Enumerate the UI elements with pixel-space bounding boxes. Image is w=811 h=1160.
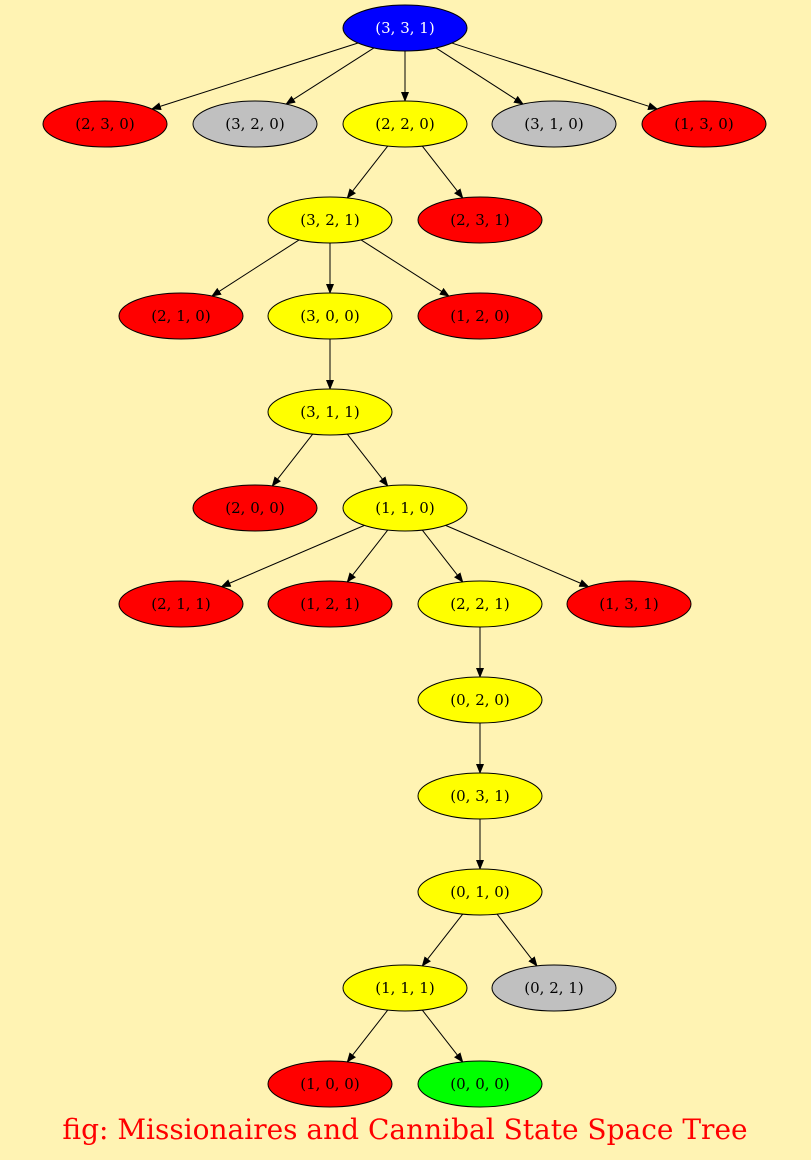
node-label: (1, 0, 0) [300, 1075, 359, 1093]
state-node-invalid: (1, 0, 0) [267, 1060, 393, 1108]
node-ellipse [342, 964, 468, 1012]
state-node-explored: (0, 1, 0) [417, 868, 543, 916]
node-ellipse [491, 100, 617, 148]
edge-n0-n4 [435, 47, 524, 105]
state-node-repeated: (0, 2, 1) [491, 964, 617, 1012]
node-ellipse [417, 1060, 543, 1108]
node-ellipse [491, 964, 617, 1012]
edge-n13-n16 [421, 529, 464, 583]
edge-n11-n12 [271, 433, 314, 487]
node-label: (3, 1, 1) [300, 403, 359, 421]
state-node-invalid: (1, 3, 0) [641, 100, 767, 148]
node-ellipse [192, 100, 318, 148]
state-node-explored: (2, 2, 1) [417, 580, 543, 628]
state-node-root: (3, 3, 1) [342, 4, 468, 52]
node-ellipse [641, 100, 767, 148]
edge-n6-n10 [360, 239, 450, 297]
node-ellipse [417, 292, 543, 340]
state-node-repeated: (3, 2, 0) [192, 100, 318, 148]
edge-n20-n22 [496, 913, 538, 967]
node-label: (2, 1, 0) [151, 307, 210, 325]
nodes-layer: (3, 3, 1) (2, 3, 0) (3, 2, 0) (2, 2, 0) (3, … [42, 4, 767, 1108]
state-node-invalid: (1, 2, 0) [417, 292, 543, 340]
node-ellipse [42, 100, 168, 148]
node-label: (1, 2, 0) [450, 307, 509, 325]
figure-caption: fig: Missionaires and Cannibal State Spa… [62, 1113, 747, 1146]
node-ellipse [192, 484, 318, 532]
node-ellipse [417, 196, 543, 244]
node-label: (2, 0, 0) [225, 499, 284, 517]
node-ellipse [267, 1060, 393, 1108]
state-node-explored: (2, 2, 0) [342, 100, 468, 148]
node-label: (0, 3, 1) [450, 787, 509, 805]
state-node-invalid: (2, 1, 1) [118, 580, 244, 628]
node-label: (2, 3, 0) [75, 115, 134, 133]
node-label: (3, 0, 0) [300, 307, 359, 325]
node-ellipse [417, 676, 543, 724]
node-label: (0, 2, 0) [450, 691, 509, 709]
edge-n3-n6 [346, 145, 389, 199]
edge-n0-n2 [285, 47, 375, 105]
node-ellipse [267, 580, 393, 628]
state-node-invalid: (2, 1, 0) [118, 292, 244, 340]
state-node-invalid: (2, 3, 0) [42, 100, 168, 148]
node-label: (1, 1, 1) [375, 979, 434, 997]
node-ellipse [342, 100, 468, 148]
node-ellipse [267, 196, 393, 244]
node-ellipse [267, 388, 393, 436]
state-node-invalid: (2, 3, 1) [417, 196, 543, 244]
node-label: (0, 0, 0) [450, 1075, 509, 1093]
edge-n21-n24 [421, 1009, 464, 1063]
state-node-repeated: (3, 1, 0) [491, 100, 617, 148]
edge-n6-n8 [211, 239, 300, 297]
node-ellipse [342, 4, 468, 52]
state-node-explored: (3, 0, 0) [267, 292, 393, 340]
node-label: (2, 2, 1) [450, 595, 509, 613]
node-label: (3, 1, 0) [524, 115, 583, 133]
edge-n13-n15 [346, 529, 389, 583]
node-ellipse [118, 292, 244, 340]
node-ellipse [417, 772, 543, 820]
node-ellipse [342, 484, 468, 532]
edge-n13-n14 [220, 524, 365, 588]
edges-layer [150, 42, 659, 1063]
edge-n0-n5 [451, 42, 659, 111]
edge-n21-n23 [346, 1009, 389, 1063]
edge-n13-n17 [445, 524, 590, 588]
edge-n0-n1 [150, 42, 359, 111]
node-ellipse [417, 868, 543, 916]
state-node-explored: (1, 1, 1) [342, 964, 468, 1012]
node-ellipse [118, 580, 244, 628]
node-label: (1, 1, 0) [375, 499, 434, 517]
node-label: (3, 3, 1) [375, 19, 434, 37]
node-ellipse [417, 580, 543, 628]
state-node-invalid: (1, 3, 1) [566, 580, 692, 628]
node-label: (2, 2, 0) [375, 115, 434, 133]
state-node-invalid: (1, 2, 1) [267, 580, 393, 628]
node-label: (2, 3, 1) [450, 211, 509, 229]
node-ellipse [566, 580, 692, 628]
node-label: (3, 2, 1) [300, 211, 359, 229]
state-node-explored: (0, 3, 1) [417, 772, 543, 820]
node-label: (3, 2, 0) [225, 115, 284, 133]
node-ellipse [267, 292, 393, 340]
state-node-goal: (0, 0, 0) [417, 1060, 543, 1108]
node-label: (2, 1, 1) [151, 595, 210, 613]
edge-n20-n21 [421, 913, 464, 967]
state-node-invalid: (2, 0, 0) [192, 484, 318, 532]
state-node-explored: (3, 2, 1) [267, 196, 393, 244]
state-node-explored: (3, 1, 1) [267, 388, 393, 436]
edge-n3-n7 [421, 145, 464, 199]
state-node-explored: (0, 2, 0) [417, 676, 543, 724]
node-label: (1, 2, 1) [300, 595, 359, 613]
node-label: (0, 1, 0) [450, 883, 509, 901]
node-label: (0, 2, 1) [524, 979, 583, 997]
edge-n11-n13 [346, 433, 389, 487]
node-label: (1, 3, 1) [599, 595, 658, 613]
node-label: (1, 3, 0) [674, 115, 733, 133]
state-node-explored: (1, 1, 0) [342, 484, 468, 532]
